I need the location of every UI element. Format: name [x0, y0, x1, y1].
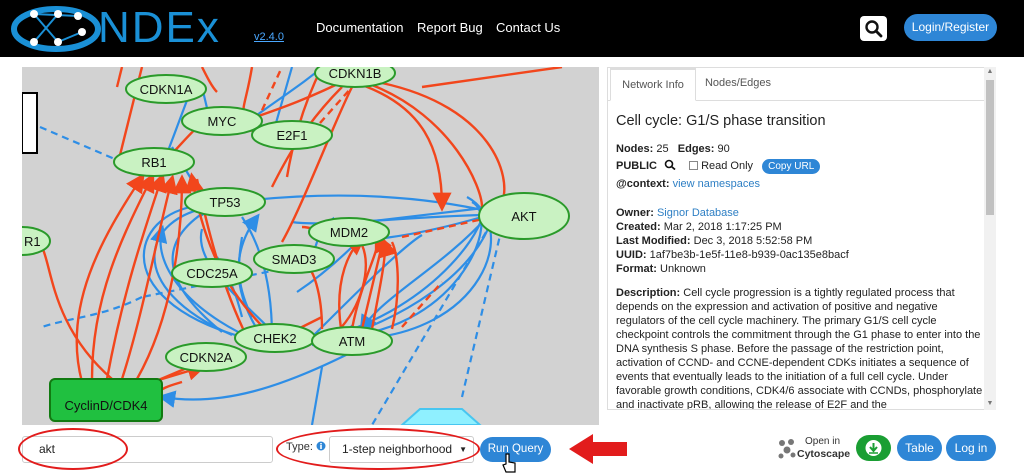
context-label: @context: [616, 178, 670, 190]
pointer-hand-icon [502, 453, 516, 473]
nodes-label: Nodes: [616, 143, 654, 155]
svg-text:MDM2: MDM2 [330, 225, 368, 240]
node-rb1[interactable]: RB1 [113, 147, 195, 177]
owner-label: Owner: [616, 207, 654, 219]
svg-text:CDKN1B: CDKN1B [329, 67, 382, 81]
search-button[interactable] [860, 16, 887, 41]
scroll-up-icon[interactable]: ▲ [986, 68, 994, 75]
node-myc[interactable]: MYC [181, 106, 263, 136]
top-navbar: NDEx v2.4.0 Documentation Report Bug Con… [0, 0, 1024, 57]
counts-row: Nodes: 25 Edges: 90 [616, 142, 984, 156]
cytoscape-open-label: Open in [805, 436, 841, 447]
offscreen-node-box[interactable] [22, 92, 38, 154]
modified-label: Last Modified: [616, 235, 691, 247]
node-cyclind-cdk4[interactable]: CyclinD/CDK4 [49, 378, 163, 422]
uuid-label: UUID: [616, 249, 647, 261]
cytoscape-logo-icon [778, 439, 796, 459]
svg-text:R1: R1 [24, 234, 41, 249]
node-cdc25a[interactable]: CDC25A [171, 258, 253, 288]
node-tp53[interactable]: TP53 [184, 187, 266, 217]
view-namespaces-link[interactable]: view namespaces [672, 178, 761, 190]
node-e2f1[interactable]: E2F1 [251, 120, 333, 150]
created-value: Mar 2, 2018 1:17:25 PM [663, 221, 782, 233]
search-icon [865, 20, 883, 38]
svg-text:CDC25A: CDC25A [186, 266, 238, 281]
nodes-count: 25 [656, 143, 669, 155]
nav-contact-us[interactable]: Contact Us [496, 20, 561, 35]
highlight-ring-query [18, 428, 128, 470]
panel-scrollbar-thumb[interactable] [986, 80, 994, 215]
copy-url-button[interactable]: Copy URL [762, 159, 821, 174]
panel-body: Cell cycle: G1/S phase transition Nodes:… [616, 113, 984, 410]
version-link[interactable]: v2.4.0 [254, 31, 284, 43]
format-value: Unknown [660, 263, 706, 275]
owner-row: Owner: Signor Database [616, 206, 984, 220]
edges-label: Edges: [677, 143, 715, 155]
nav-report-bug[interactable]: Report Bug [417, 20, 483, 35]
svg-text:CDKN2A: CDKN2A [180, 350, 233, 365]
edges-count: 90 [717, 143, 730, 155]
network-title: Cell cycle: G1/S phase transition [616, 113, 826, 129]
nav-documentation[interactable]: Documentation [316, 20, 404, 35]
search-icon[interactable] [664, 159, 678, 171]
red-arrow-icon [569, 434, 627, 464]
svg-text:CHEK2: CHEK2 [253, 331, 296, 346]
network-info-panel: Network Info Nodes/Edges Cell cycle: G1/… [607, 67, 996, 410]
download-button[interactable] [856, 435, 891, 461]
visibility-row: PUBLIC Read Only Copy URL [616, 159, 984, 174]
description-text: Cell cycle progression is a tightly regu… [616, 287, 983, 410]
tab-network-info[interactable]: Network Info [610, 68, 696, 101]
node-chek2[interactable]: CHEK2 [234, 323, 316, 353]
download-icon [865, 440, 882, 456]
node-smad3[interactable]: SMAD3 [253, 244, 335, 274]
uuid-value: 1af7be3b-1e5f-11e8-b939-0ac135e8bacf [649, 249, 849, 261]
scroll-down-icon[interactable]: ▼ [986, 400, 994, 407]
ndex-logo-icon[interactable] [6, 2, 236, 56]
panel-tabs: Network Info Nodes/Edges [608, 68, 995, 101]
table-button[interactable]: Table [897, 435, 942, 461]
description-label: Description: [616, 287, 681, 299]
login-register-button[interactable]: Login/Register [904, 14, 997, 41]
svg-text:CyclinD/CDK4: CyclinD/CDK4 [64, 398, 147, 413]
svg-text:E2F1: E2F1 [276, 128, 307, 143]
description: Description: Cell cycle progression is a… [616, 286, 984, 410]
open-in-cytoscape-button[interactable]: Open in Cytoscape [777, 434, 850, 464]
node-hexagon-partial[interactable] [400, 408, 482, 425]
read-only-checkbox[interactable] [689, 161, 699, 170]
node-cdkn1a[interactable]: CDKN1A [125, 74, 207, 104]
svg-text:SMAD3: SMAD3 [272, 252, 317, 267]
network-graph[interactable]: CDKN1B CDKN1A MYC E2F1 RB1 TP53 [22, 67, 599, 425]
svg-text:AKT: AKT [511, 209, 536, 224]
svg-text:MYC: MYC [208, 114, 237, 129]
network-canvas[interactable]: CDKN1B CDKN1A MYC E2F1 RB1 TP53 [22, 67, 599, 425]
tab-nodes-edges[interactable]: Nodes/Edges [704, 77, 772, 89]
node-akt[interactable]: AKT [478, 192, 570, 240]
read-only-label: Read Only [701, 160, 754, 172]
modified-value: Dec 3, 2018 5:52:58 PM [693, 235, 813, 247]
owner-link[interactable]: Signor Database [656, 207, 739, 219]
node-mdm2[interactable]: MDM2 [308, 217, 390, 247]
svg-text:CDKN1A: CDKN1A [140, 82, 193, 97]
svg-text:RB1: RB1 [141, 155, 166, 170]
format-label: Format: [616, 263, 657, 275]
node-cdkn1b[interactable]: CDKN1B [314, 67, 396, 88]
log-in-button[interactable]: Log in [946, 435, 996, 461]
modified-row: Last Modified: Dec 3, 2018 5:52:58 PM [616, 234, 984, 248]
created-label: Created: [616, 221, 661, 233]
node-atm[interactable]: ATM [311, 326, 393, 356]
brand-name[interactable]: NDEx [98, 3, 221, 52]
created-row: Created: Mar 2, 2018 1:17:25 PM [616, 220, 984, 234]
node-r1-partial[interactable]: R1 [22, 226, 51, 256]
highlight-ring-type [276, 428, 480, 470]
context-row: @context: view namespaces [616, 177, 984, 191]
format-row: Format: Unknown [616, 262, 984, 276]
uuid-row: UUID: 1af7be3b-1e5f-11e8-b939-0ac135e8ba… [616, 248, 984, 262]
svg-text:TP53: TP53 [209, 195, 240, 210]
visibility-badge: PUBLIC [616, 160, 657, 172]
run-query-button[interactable]: Run Query [480, 437, 551, 462]
svg-text:ATM: ATM [339, 334, 365, 349]
cytoscape-brand-label: Cytoscape [797, 448, 851, 460]
network-nodes[interactable]: CDKN1B CDKN1A MYC E2F1 RB1 TP53 [22, 67, 570, 425]
node-cdkn2a[interactable]: CDKN2A [165, 342, 247, 372]
